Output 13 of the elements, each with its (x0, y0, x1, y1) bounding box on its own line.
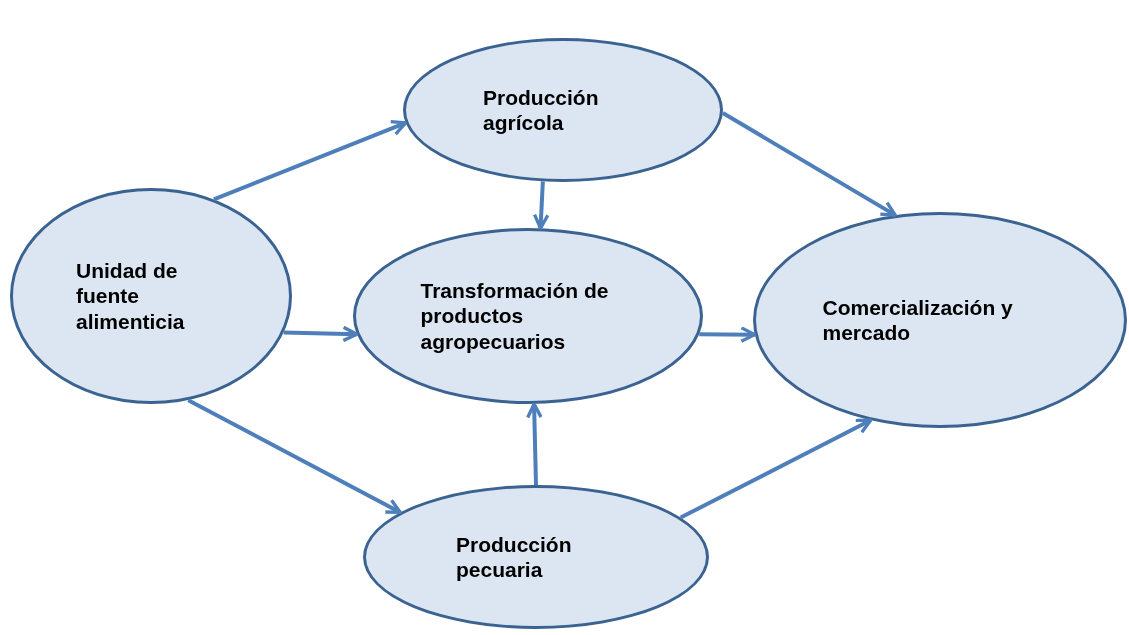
node-text: Producción agrícola (483, 84, 600, 136)
node-text: Transformación de productos agropecuarios (420, 278, 610, 354)
arrow (526, 402, 543, 486)
node-text: Comercialización y mercado (822, 294, 1014, 346)
arrow (699, 326, 757, 343)
node-text: Unidad de fuente alimenticia (76, 258, 186, 334)
arrow (283, 325, 359, 343)
arrow (721, 111, 897, 217)
arrow (679, 418, 873, 520)
arrow (213, 120, 408, 202)
node-text: Producción pecuaria (456, 531, 573, 583)
arrow (187, 398, 402, 515)
arrow (532, 181, 550, 230)
